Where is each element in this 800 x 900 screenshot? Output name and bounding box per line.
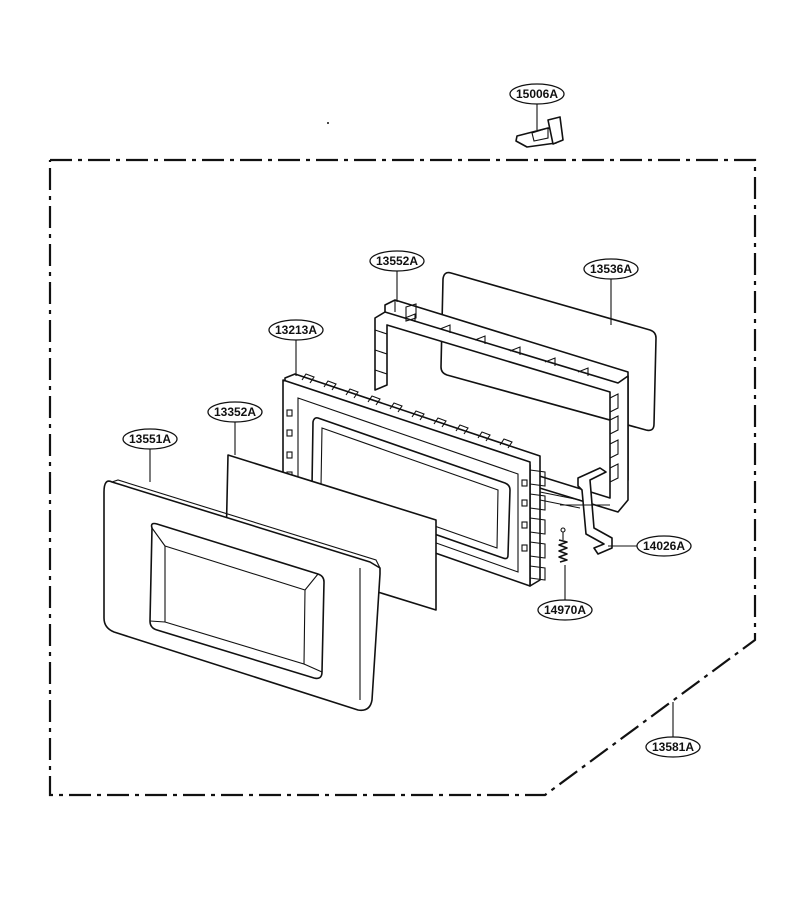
tag-label: 15006A xyxy=(516,87,558,101)
assembly-boundary xyxy=(48,158,757,797)
tag-15006A: 15006A xyxy=(509,83,565,105)
tag-label: 13352A xyxy=(214,405,256,419)
tag-13352A: 13352A xyxy=(207,401,263,423)
door-frame-part xyxy=(374,299,629,513)
tag-label: 13552A xyxy=(376,254,418,268)
tag-13552A: 13552A xyxy=(369,250,425,272)
screen-part xyxy=(225,454,437,611)
tag-label: 13536A xyxy=(590,262,632,276)
door-inner-part xyxy=(282,373,546,587)
tag-label: 14970A xyxy=(544,603,586,617)
tag-label: 13581A xyxy=(652,740,694,754)
tag-label: 13213A xyxy=(275,323,317,337)
tag-13536A: 13536A xyxy=(583,258,639,280)
tag-label: 13551A xyxy=(129,432,171,446)
hinge-part xyxy=(515,116,564,148)
tag-14026A: 14026A xyxy=(636,535,692,557)
tag-label: 14026A xyxy=(643,539,685,553)
stray-dot xyxy=(327,122,329,124)
tag-13551A: 13551A xyxy=(122,428,178,450)
tag-13213A: 13213A xyxy=(268,319,324,341)
tag-13581A: 13581A xyxy=(645,736,701,758)
leader-lines xyxy=(149,104,674,737)
tag-14970A: 14970A xyxy=(537,599,593,621)
latch-part xyxy=(539,467,613,555)
spring-part xyxy=(558,527,568,563)
door-front-part xyxy=(103,479,381,712)
